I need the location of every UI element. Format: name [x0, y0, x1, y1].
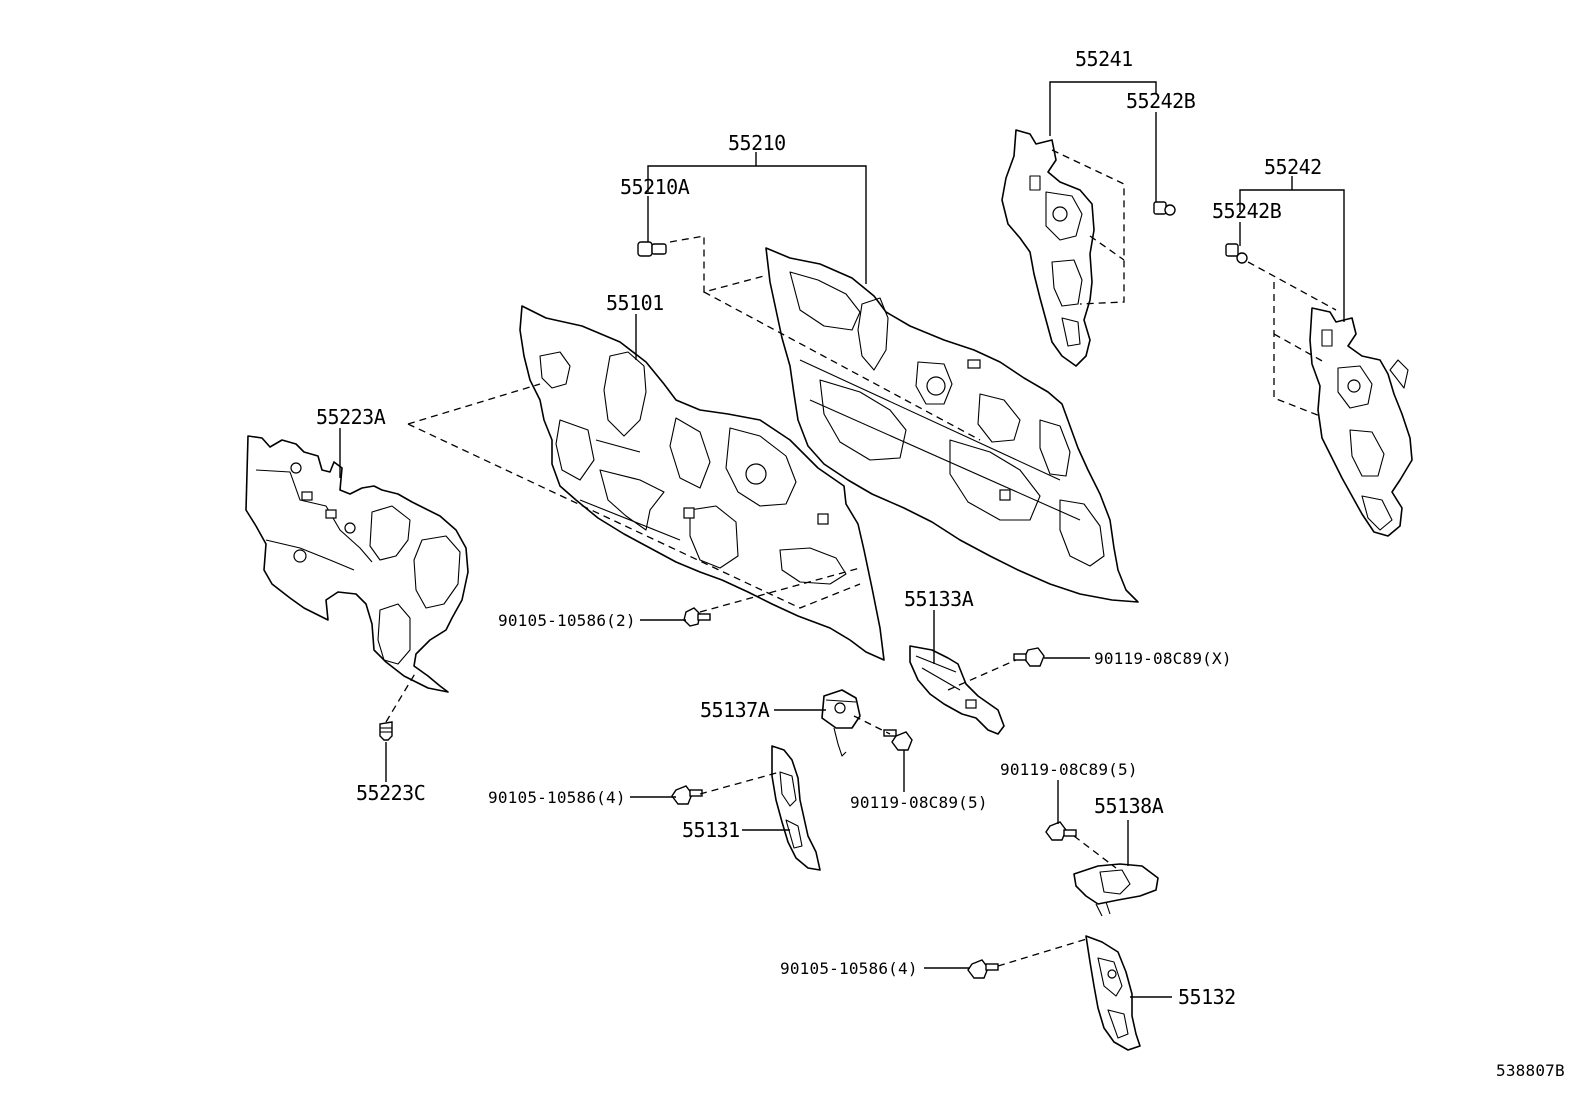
drawing-number: 538807B	[1496, 1061, 1565, 1080]
clip-55242B-top-icon	[1153, 201, 1176, 216]
clip-55210A-icon	[637, 241, 667, 257]
bolt-90105-2-icon	[683, 607, 711, 627]
label-55241: 55241	[1075, 47, 1133, 71]
label-90119-08C89-X: 90119-08C89(X)	[1094, 649, 1232, 668]
label-55223A: 55223A	[316, 405, 386, 429]
part-55131-bracket	[771, 745, 821, 871]
bolt-90105-4-bottom-icon	[967, 959, 999, 979]
label-55131: 55131	[682, 818, 740, 842]
label-55132: 55132	[1178, 985, 1236, 1009]
label-55242B-right: 55242B	[1212, 199, 1282, 223]
part-55137A-bracket	[821, 689, 861, 757]
leader-lines	[339, 81, 1345, 998]
part-55133A-bracket	[909, 645, 1005, 735]
label-55101: 55101	[606, 291, 664, 315]
label-55210: 55210	[728, 131, 786, 155]
part-55101-insulator	[519, 305, 885, 661]
part-55242-bracket	[1309, 307, 1413, 537]
label-55210A: 55210A	[620, 175, 690, 199]
label-55133A: 55133A	[904, 587, 974, 611]
label-55137A: 55137A	[700, 698, 770, 722]
part-55223A-silencer	[245, 435, 469, 693]
part-55132-bracket	[1085, 935, 1141, 1051]
label-55223C: 55223C	[356, 781, 425, 805]
bolt-90119-5-right-icon	[1045, 821, 1077, 841]
label-90105-10586-2: 90105-10586(2)	[498, 611, 636, 630]
label-90119-08C89-5-right: 90119-08C89(5)	[1000, 760, 1138, 779]
part-55223C-clip	[379, 721, 393, 741]
label-55242B-top: 55242B	[1126, 89, 1196, 113]
bolt-90119-X-icon	[1013, 647, 1045, 667]
label-55242: 55242	[1264, 155, 1322, 179]
label-55138A: 55138A	[1094, 794, 1164, 818]
part-55138A-bracket	[1073, 863, 1159, 917]
clip-55242B-right-icon	[1225, 243, 1248, 264]
bolt-90105-4-left-icon	[671, 785, 703, 805]
label-90105-10586-4-bottom: 90105-10586(4)	[780, 959, 918, 978]
bolt-90119-5-mid-icon	[883, 729, 913, 751]
label-90105-10586-4-left: 90105-10586(4)	[488, 788, 626, 807]
label-90119-08C89-5-mid: 90119-08C89(5)	[850, 793, 988, 812]
dashed-reference-lines	[385, 149, 1337, 967]
part-55241-bracket	[1001, 129, 1095, 367]
